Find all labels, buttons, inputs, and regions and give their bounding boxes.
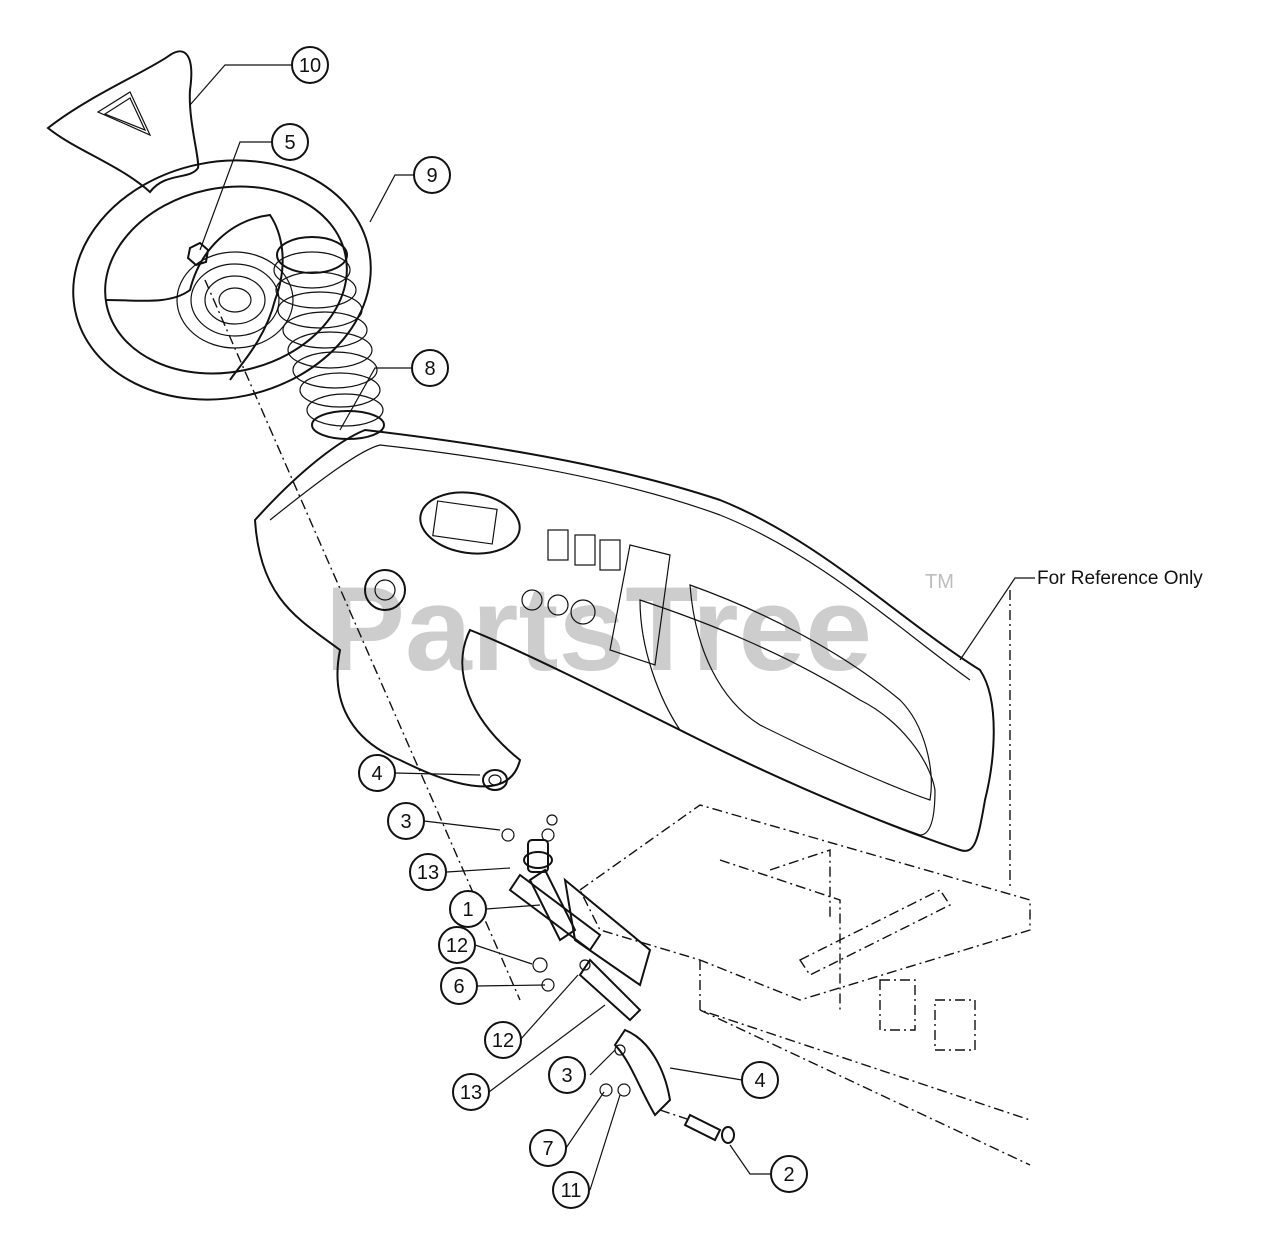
steering-boot [273, 236, 385, 440]
callout-11-label: 11 [561, 1180, 582, 1202]
callout-5-label: 5 [284, 132, 295, 154]
callout-11[interactable]: 11 [552, 1171, 590, 1209]
bushing-4-top [482, 769, 508, 791]
callout-1-label: 1 [462, 899, 473, 921]
callout-12-left[interactable]: 12 [438, 926, 476, 964]
callout-13-top[interactable]: 13 [409, 853, 447, 891]
callout-9-label: 9 [426, 165, 437, 187]
callout-3-top[interactable]: 3 [387, 802, 425, 840]
dash-display-oval [419, 491, 521, 555]
hex-nut-5 [186, 241, 210, 267]
ignition-switch [364, 569, 406, 611]
callout-4-bottom[interactable]: 4 [741, 1061, 779, 1099]
callout-1[interactable]: 1 [449, 890, 487, 928]
leader-lines [189, 64, 1035, 1191]
callout-4-top[interactable]: 4 [358, 754, 396, 792]
callout-5[interactable]: 5 [271, 123, 309, 161]
callout-13-bottom[interactable]: 13 [452, 1073, 490, 1111]
callout-9[interactable]: 9 [413, 156, 451, 194]
callout-12-left-label: 12 [446, 935, 468, 957]
callout-7-label: 7 [542, 1138, 553, 1160]
steering-axis [204, 279, 521, 1001]
callout-4-top-label: 4 [371, 763, 382, 785]
callout-2-label: 2 [783, 1164, 794, 1186]
callout-10[interactable]: 10 [291, 46, 329, 84]
callout-10-label: 10 [299, 55, 321, 77]
callout-4-bottom-label: 4 [754, 1070, 765, 1092]
watermark-trademark: TM [925, 571, 954, 593]
steering-wheel-cap [46, 50, 200, 194]
chassis-frame [579, 804, 1031, 1166]
callout-6[interactable]: 6 [440, 967, 478, 1005]
callout-8-label: 8 [424, 358, 435, 380]
callout-13-top-label: 13 [417, 862, 439, 884]
callout-3-bottom[interactable]: 3 [548, 1056, 586, 1094]
watermark: PartsTree TM [325, 562, 954, 696]
steering-wheel [72, 159, 372, 401]
callout-12-bottom-label: 12 [492, 1030, 514, 1052]
callout-12-bottom[interactable]: 12 [484, 1021, 522, 1059]
steering-shaft-assembly [482, 769, 735, 1144]
callout-2[interactable]: 2 [770, 1155, 808, 1193]
callout-3-top-label: 3 [400, 811, 411, 833]
dashboard [253, 428, 1011, 890]
callout-3-bottom-label: 3 [561, 1065, 572, 1087]
callout-8[interactable]: 8 [411, 349, 449, 387]
watermark-text: PartsTree [325, 562, 872, 696]
callout-7[interactable]: 7 [529, 1129, 567, 1167]
callout-6-label: 6 [453, 976, 464, 998]
reference-label: For Reference Only [1037, 568, 1203, 589]
callout-13-bottom-label: 13 [460, 1082, 482, 1104]
